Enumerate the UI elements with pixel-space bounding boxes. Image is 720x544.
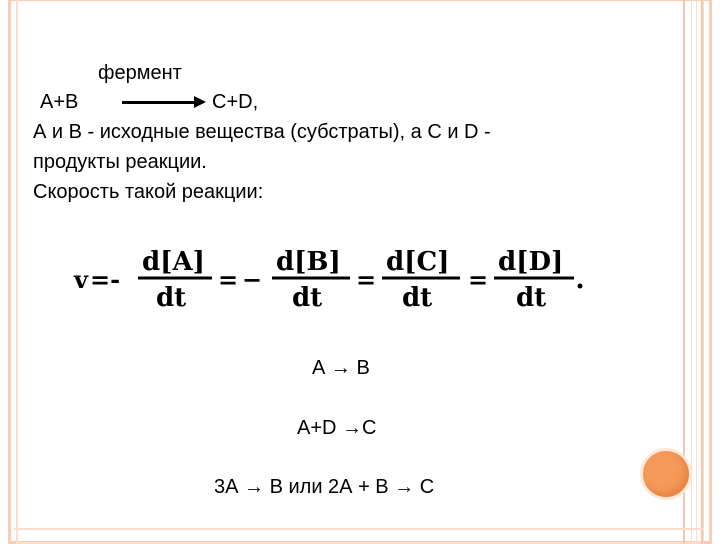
numerator-b: d[B] bbox=[276, 247, 341, 277]
denominator-dt: dt bbox=[156, 283, 186, 313]
reaction-arrow-head bbox=[194, 96, 206, 108]
equals-sign: = bbox=[356, 265, 376, 294]
minus-sign: − bbox=[242, 265, 262, 294]
denominator-dt: dt bbox=[402, 283, 432, 313]
rate-symbol: v bbox=[73, 265, 89, 294]
equals-sign: = bbox=[218, 265, 238, 294]
equals-sign: = bbox=[468, 265, 488, 294]
rate-formula: v =- d[A] dt = − d[B] dt = d[C] dt = d[D… bbox=[73, 247, 583, 313]
period bbox=[577, 283, 583, 289]
minus-sign: =- bbox=[90, 265, 120, 294]
example-line: 3А → В или 2А + В → С bbox=[214, 476, 435, 498]
example-line: А+D →С bbox=[297, 417, 377, 439]
enzyme-label: фермент bbox=[98, 62, 182, 84]
reactants-label: A+B bbox=[40, 91, 79, 113]
products-label: C+D, bbox=[212, 91, 259, 113]
description-line: А и В - исходные вещества (субстраты), а… bbox=[33, 121, 491, 143]
description-line: продукты реакции. bbox=[33, 151, 207, 173]
description-line: Скорость такой реакции: bbox=[33, 181, 264, 203]
numerator-c: d[C] bbox=[386, 247, 449, 277]
numerator-d: d[D] bbox=[498, 247, 563, 277]
denominator-dt: dt bbox=[516, 283, 546, 313]
denominator-dt: dt bbox=[292, 283, 322, 313]
side-rail-inner bbox=[691, 0, 697, 544]
reaction-arrow bbox=[122, 101, 196, 104]
orange-circle-decoration bbox=[640, 448, 692, 500]
side-rail bbox=[683, 0, 703, 544]
numerator-a: d[A] bbox=[142, 247, 205, 277]
example-line: А → В bbox=[312, 357, 370, 379]
bottom-rule bbox=[14, 528, 704, 530]
